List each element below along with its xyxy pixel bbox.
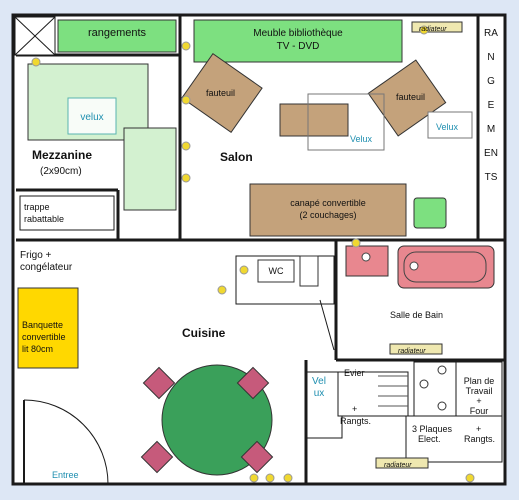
rangts-dot-label: Rangts. — [340, 416, 372, 426]
tv-dvd-label: TV - DVD — [276, 41, 320, 52]
velux-mezzanine — [67, 97, 117, 135]
armchair-right — [367, 59, 447, 137]
velux-salon-label: Velux — [350, 134, 373, 144]
velux-right-label: Velux — [436, 122, 459, 132]
toilet — [299, 255, 319, 287]
sofa-line2: (2 couchages) — [299, 210, 357, 220]
plan-line2: Travail — [465, 386, 493, 396]
plaques-line1: 3 Plaques — [412, 424, 453, 434]
bench-line3: lit 80cm — [22, 344, 54, 354]
sofa-line1: canapé convertible — [290, 198, 366, 208]
bookcase-block — [193, 19, 403, 63]
velux-vertical-label: Velux — [312, 376, 326, 399]
entry-door-swing — [23, 399, 109, 485]
kitchen-label: Cuisine — [182, 326, 226, 340]
velux-salon-frame — [307, 93, 385, 151]
fridge-line2: congélateur — [20, 262, 73, 273]
cooktop — [413, 361, 457, 421]
lower-cupboard — [405, 415, 503, 463]
sofa-bed — [249, 183, 407, 237]
radiator-salon-label: radiateur — [419, 26, 447, 33]
burner-1 — [419, 379, 429, 389]
walls — [11, 13, 507, 486]
velux-mezzanine-label: velux — [80, 112, 104, 123]
chair-bottom-left — [140, 440, 174, 474]
plan-line1: Plan de — [463, 376, 495, 386]
bath-door — [319, 299, 335, 351]
worktop — [455, 361, 503, 421]
trap-line1: trappe — [24, 202, 50, 212]
plant-block — [413, 197, 447, 229]
bathtub — [397, 245, 495, 289]
armchair-right-label: fauteuil — [396, 92, 426, 102]
burner-2 — [437, 365, 447, 375]
salon-label: Salon — [220, 150, 253, 164]
plus-label: + — [352, 404, 358, 414]
bench-line2: convertible — [22, 332, 66, 342]
velux-right — [427, 111, 473, 139]
rangements-top-label: rangements — [87, 27, 147, 39]
chair-top-right — [236, 366, 270, 400]
bench-bed — [17, 287, 79, 369]
rangements-top-block — [57, 19, 177, 53]
radiator-bath — [389, 343, 443, 355]
entree-label: Entree — [52, 470, 79, 480]
coffee-table — [279, 103, 349, 137]
fridge-line1: Frigo + — [20, 250, 52, 261]
bookcase-label: Meuble bibliothèque — [253, 28, 343, 39]
sink-basin — [361, 252, 371, 262]
rangts-label: Rangts. — [464, 434, 496, 444]
corner-box — [14, 16, 56, 56]
plan-line4: Four — [469, 406, 489, 416]
wc-label-box — [257, 259, 295, 283]
dining-table — [161, 364, 273, 476]
bathroom-label: Salle de Bain — [390, 310, 444, 320]
bathtub-inner — [403, 251, 487, 283]
rangements-vertical-label: RANGEMENTS — [484, 28, 498, 183]
armchair-left — [181, 52, 263, 134]
hinge-dots — [31, 25, 475, 483]
bench-line1: Banquette — [22, 320, 64, 330]
burner-3 — [437, 401, 447, 411]
trap-door — [19, 195, 115, 231]
velux-kitchen-frame — [305, 371, 343, 439]
mezzanine-bed-2 — [123, 127, 177, 211]
rangts-plus: + — [476, 424, 482, 434]
trap-line2: rabattable — [24, 214, 65, 224]
evier-label: Evier — [344, 368, 365, 378]
wc-label: WC — [268, 266, 284, 276]
chair-bottom-right — [240, 440, 274, 474]
radiator-kitchen — [375, 457, 429, 469]
bath-drain — [409, 261, 419, 271]
radiator-kitchen-label: radiateur — [384, 462, 412, 469]
plaques-line2: Elect. — [418, 434, 441, 444]
chair-top-left — [142, 366, 176, 400]
mezzanine-size-label: (2x90cm) — [40, 166, 82, 177]
armchair-left-label: fauteuil — [206, 88, 236, 98]
radiator-salon — [411, 21, 463, 33]
plan-line3: + — [476, 396, 482, 406]
radiator-bath-label: radiateur — [398, 348, 426, 355]
sink-counter — [337, 371, 409, 417]
mezzanine-label: Mezzanine — [32, 148, 93, 162]
